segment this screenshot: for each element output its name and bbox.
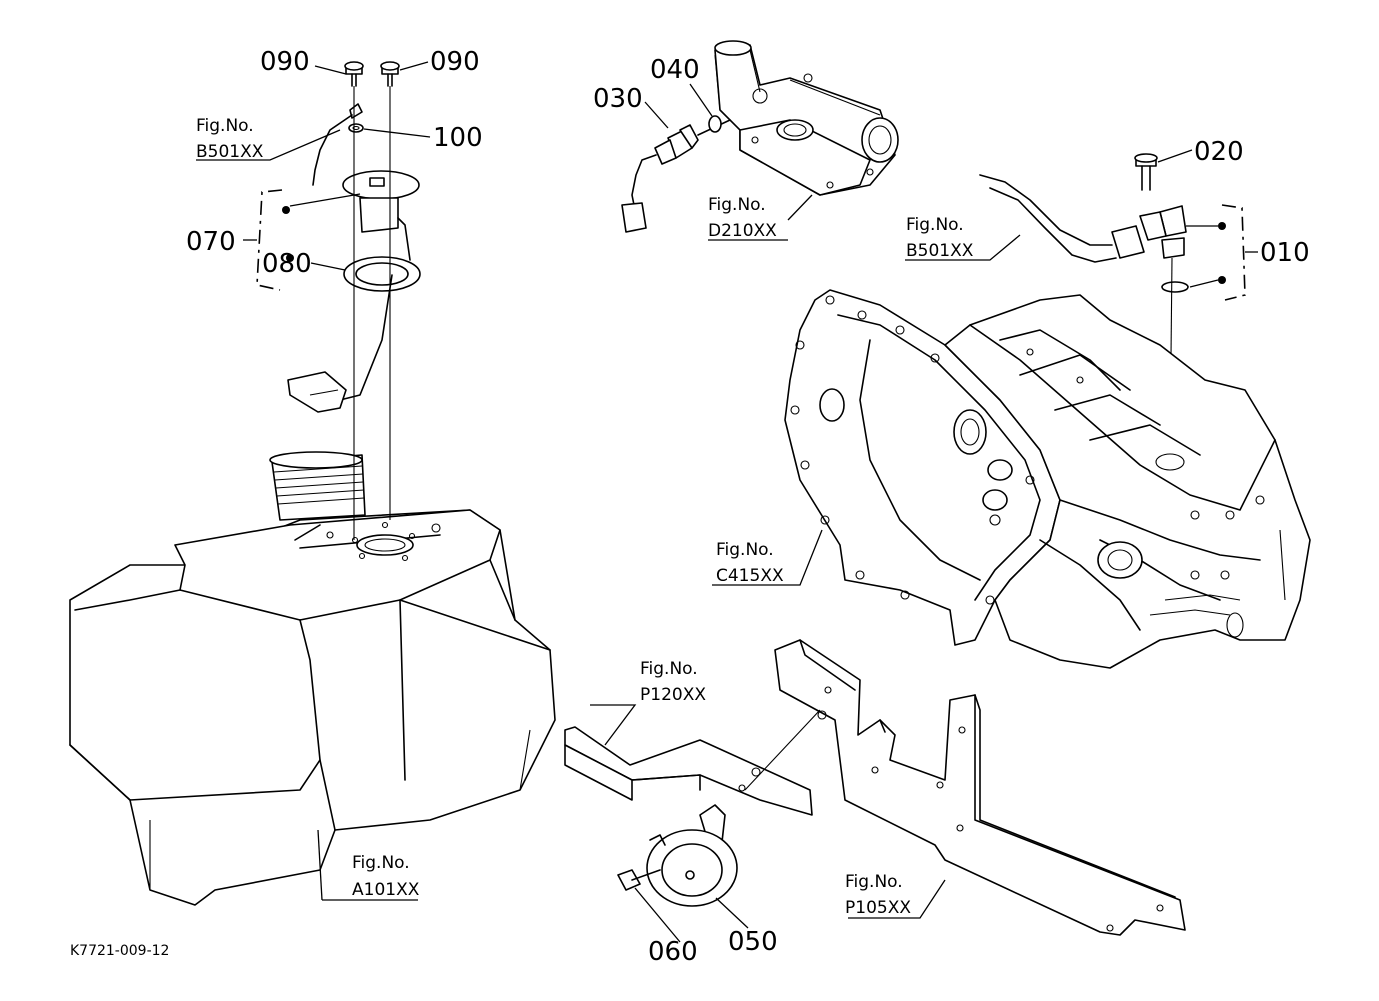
drawing-code: K7721-009-12 <box>70 943 169 959</box>
figref-code-p105: P105XX <box>845 898 911 918</box>
horn-drawing <box>617 709 821 907</box>
bracket-p105-drawing <box>774 639 1186 936</box>
leader-lines-top <box>644 83 813 241</box>
leader-lines-case <box>712 529 823 586</box>
oil-pressure-switch-drawing <box>621 115 731 233</box>
fuel-tank-drawing <box>69 451 556 906</box>
speed-sensor-drawing <box>979 153 1246 456</box>
leader-lines-right <box>905 149 1258 288</box>
figref-title-d210: Fig.No. <box>708 195 766 215</box>
figref-title-c415: Fig.No. <box>716 540 774 560</box>
part-label-070: 070 <box>186 227 236 257</box>
part-label-090-right: 090 <box>430 47 480 77</box>
part-label-020: 020 <box>1194 137 1244 167</box>
fuel-gauge-sender-drawing <box>256 61 421 540</box>
part-label-060: 060 <box>648 937 698 967</box>
leader-lines-bottom <box>317 704 946 943</box>
part-label-100: 100 <box>433 123 483 153</box>
figref-title-b501-left: Fig.No. <box>196 116 254 136</box>
bracket-p120-drawing <box>564 726 813 816</box>
part-label-080: 080 <box>262 249 312 279</box>
figref-title-b501-right: Fig.No. <box>906 215 964 235</box>
figref-code-b501-left: B501XX <box>196 142 264 162</box>
figref-title-a101: Fig.No. <box>352 853 410 873</box>
housing-d210-drawing <box>714 40 899 196</box>
leader-lines-left <box>196 61 431 271</box>
figref-code-c415: C415XX <box>716 566 784 586</box>
part-label-050: 050 <box>728 927 778 957</box>
figref-code-b501-right: B501XX <box>906 241 974 261</box>
part-label-030: 030 <box>593 84 643 114</box>
figref-code-a101: A101XX <box>352 880 420 900</box>
figref-title-p120: Fig.No. <box>640 659 698 679</box>
figref-code-p120: P120XX <box>640 685 706 705</box>
figref-code-d210: D210XX <box>708 221 777 241</box>
part-label-010: 010 <box>1260 238 1310 268</box>
part-label-040: 040 <box>650 55 700 85</box>
figref-title-p105: Fig.No. <box>845 872 903 892</box>
transmission-case-drawing <box>784 289 1311 669</box>
part-label-090-left: 090 <box>260 47 310 77</box>
